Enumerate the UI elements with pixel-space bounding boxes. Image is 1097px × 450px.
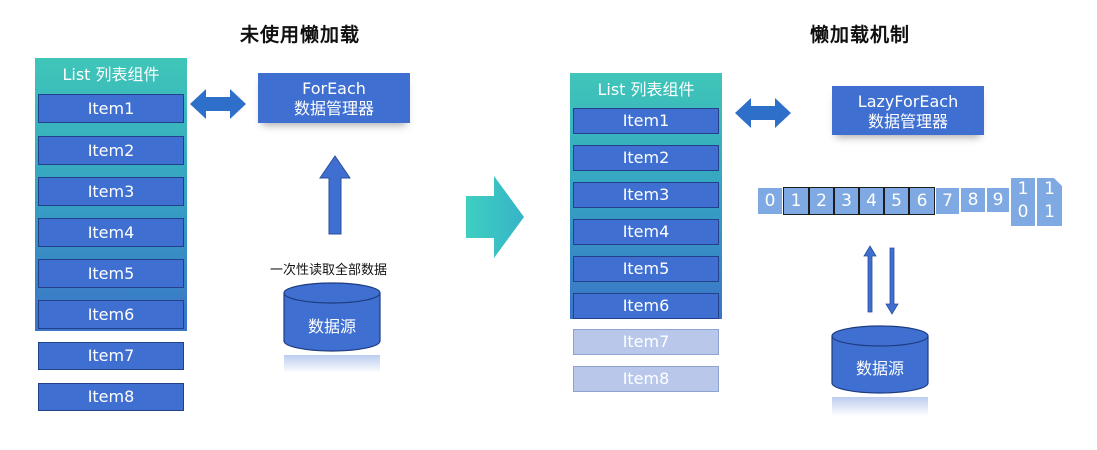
data-cell-1: 1	[783, 187, 809, 215]
lazyforeach-manager-box: LazyForEach 数据管理器	[832, 86, 984, 135]
right-datasource-label: 数据源	[855, 359, 904, 378]
foreach-manager-line1: ForEach	[302, 79, 366, 98]
data-cell-7: 7	[935, 187, 960, 215]
left-datasource-cylinder-icon	[283, 282, 381, 373]
lazyforeach-manager-line1: LazyForEach	[857, 92, 959, 111]
left-item-8: Item8	[38, 383, 184, 411]
left-list-header: List 列表组件	[62, 65, 160, 84]
left-item-7: Item7	[38, 342, 184, 370]
data-cell-9: 9	[986, 187, 1010, 213]
left-item-6: Item6	[38, 300, 184, 329]
right-double-arrow-icon	[735, 98, 791, 128]
transition-arrow-icon	[466, 176, 524, 258]
right-item-4: Item4	[573, 219, 719, 245]
left-datasource-label: 数据源	[307, 317, 356, 336]
data-cell-11-digit-bottom: 1	[1044, 202, 1055, 222]
left-item-2: Item2	[38, 136, 184, 165]
right-item-3: Item3	[573, 182, 719, 208]
data-cell-2: 2	[809, 187, 834, 215]
data-cell-4: 4	[859, 187, 884, 215]
right-item-6: Item6	[573, 293, 719, 319]
read-all-note: 一次性读取全部数据	[270, 263, 388, 278]
right-title: 懒加载机制	[810, 24, 911, 46]
data-cell-11-digit-top: 1	[1044, 179, 1055, 199]
right-item-8: Item8	[573, 366, 719, 392]
right-item-7: Item7	[573, 329, 719, 355]
data-cell-11: 1 1	[1036, 177, 1063, 227]
left-item-4: Item4	[38, 218, 184, 247]
up-down-arrows-icon	[863, 245, 899, 315]
data-cell-3: 3	[834, 187, 859, 215]
data-cell-10-digit-top: 1	[1017, 179, 1029, 199]
data-cell-10: 1 0	[1010, 177, 1036, 227]
data-cell-5: 5	[884, 187, 909, 215]
cell-corner-fold-icon	[1053, 177, 1063, 187]
left-item-3: Item3	[38, 177, 184, 206]
right-datasource-cylinder-icon	[831, 325, 929, 416]
left-double-arrow-icon	[190, 89, 246, 119]
left-item-1: Item1	[38, 94, 184, 123]
foreach-manager-box: ForEach 数据管理器	[258, 73, 410, 123]
left-title: 未使用懒加载	[240, 24, 361, 46]
data-cell-8: 8	[960, 187, 986, 213]
lazyforeach-manager-line2: 数据管理器	[867, 112, 948, 131]
up-arrow-icon	[319, 155, 351, 235]
right-list-header: List 列表组件	[597, 80, 695, 99]
right-item-2: Item2	[573, 145, 719, 171]
data-cell-6: 6	[909, 187, 935, 215]
right-item-1: Item1	[573, 108, 719, 134]
left-item-5: Item5	[38, 259, 184, 288]
right-item-5: Item5	[573, 256, 719, 282]
data-cell-10-digit-bottom: 0	[1017, 202, 1029, 222]
foreach-manager-line2: 数据管理器	[293, 99, 374, 118]
data-cell-0: 0	[757, 187, 783, 215]
